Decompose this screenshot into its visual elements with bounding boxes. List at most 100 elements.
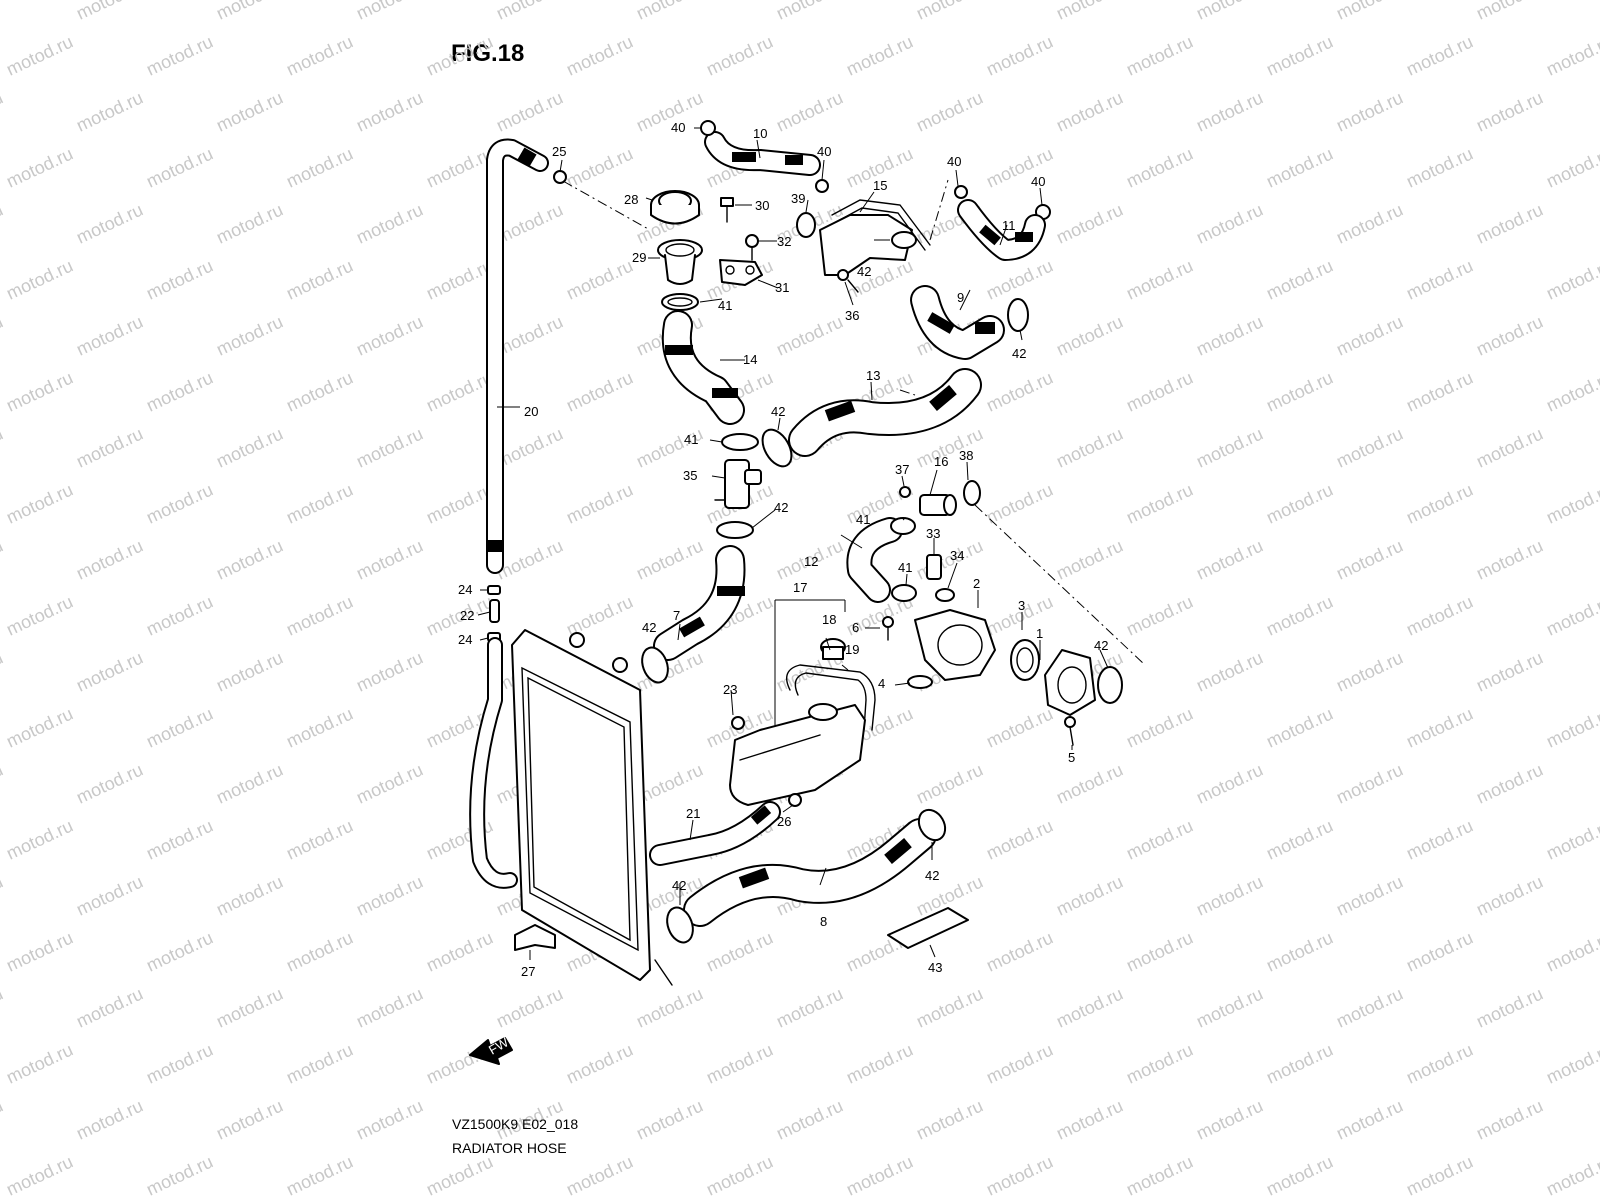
watermark-text: motod.ru (843, 1151, 916, 1199)
watermark-text: motod.ru (1543, 479, 1600, 527)
watermark-text: motod.ru (1403, 143, 1476, 191)
watermark-text: motod.ru (1333, 87, 1406, 135)
leader-lines (477, 127, 1109, 960)
watermark-text: motod.ru (1263, 255, 1336, 303)
watermark-text: motod.ru (1263, 815, 1336, 863)
watermark-text: motod.ru (1473, 1095, 1546, 1143)
watermark-text: motod.ru (143, 255, 216, 303)
watermark-text: motod.ru (1543, 703, 1600, 751)
watermark-text: motod.ru (773, 983, 846, 1031)
watermark-text: motod.ru (1543, 815, 1600, 863)
part-label-26: 26 (777, 814, 791, 829)
part-label-30: 30 (755, 198, 769, 213)
watermark-text: motod.ru (1333, 871, 1406, 919)
watermark-text: motod.ru (703, 1151, 776, 1199)
watermark-text: motod.ru (1193, 535, 1266, 583)
watermark-text: motod.ru (563, 1039, 636, 1087)
watermark-text: motod.ru (1473, 0, 1546, 24)
part-31-bracket (719, 259, 763, 286)
watermark-text: motod.ru (1053, 535, 1126, 583)
watermark-text: motod.ru (563, 591, 636, 639)
watermark-text: motod.ru (1263, 703, 1336, 751)
watermark-text: motod.ru (1193, 759, 1266, 807)
watermark-text: motod.ru (493, 87, 566, 135)
watermark-text: motod.ru (423, 479, 496, 527)
part-label-43: 43 (928, 960, 942, 975)
part-42-clamp-5 (1007, 298, 1029, 332)
part-label-42d: 42 (1012, 346, 1026, 361)
watermark-text: motod.ru (563, 255, 636, 303)
watermark-text: motod.ru (143, 31, 216, 79)
part-42-clamp-6 (1097, 666, 1123, 704)
part-42-clamp-7 (666, 906, 694, 944)
watermark-text: motod.ru (423, 255, 496, 303)
part-label-37: 37 (895, 462, 909, 477)
watermark-text: motod.ru (1193, 983, 1266, 1031)
watermark-text: motod.ru (353, 871, 426, 919)
watermark-text: motod.ru (143, 591, 216, 639)
part-42-clamp-8 (917, 808, 947, 842)
watermark-text: motod.ru (143, 143, 216, 191)
watermark-text: motod.ru (1403, 591, 1476, 639)
watermark-text: motod.ru (213, 647, 286, 695)
part-label-17: 17 (793, 580, 807, 595)
watermark-text: motod.ru (1263, 591, 1336, 639)
part-30-bolt (720, 197, 734, 223)
watermark-text: motod.ru (213, 1095, 286, 1143)
watermark-text: motod.ru (633, 1095, 706, 1143)
part-40-clip-3 (954, 185, 968, 199)
part-label-21: 21 (686, 806, 700, 821)
watermark-text: motod.ru (3, 1151, 76, 1199)
watermark-text: motod.ru (1333, 0, 1406, 24)
watermark-text: motod.ru (283, 927, 356, 975)
watermark-text: motod.ru (1263, 1151, 1336, 1199)
watermark-text: motod.ru (1403, 815, 1476, 863)
watermark-text: motod.ru (703, 31, 776, 79)
part-38-o-ring (963, 480, 981, 506)
part-label-18: 18 (822, 612, 836, 627)
part-radiator-overflow-tube (469, 637, 518, 889)
part-39-o-ring (796, 212, 816, 238)
part-37-bolt (899, 486, 911, 498)
watermark-text: motod.ru (1263, 479, 1336, 527)
watermark-text: motod.ru (213, 0, 286, 24)
watermark-text: motod.ru (1123, 479, 1196, 527)
watermark-text: motod.ru (143, 1151, 216, 1199)
watermark-text: motod.ru (913, 759, 986, 807)
part-label-42c: 42 (774, 500, 788, 515)
part-42-clamp-4 (891, 231, 917, 249)
part-label-42e: 42 (642, 620, 656, 635)
part-41-clamp-3 (890, 517, 916, 535)
watermark-text: motod.ru (1333, 535, 1406, 583)
watermark-text: motod.ru (1543, 31, 1600, 79)
watermark-text: motod.ru (3, 143, 76, 191)
watermark-text: motod.ru (423, 31, 496, 79)
watermark-text: motod.ru (983, 255, 1056, 303)
part-label-41a: 41 (718, 298, 732, 313)
watermark-text: motod.ru (0, 87, 6, 135)
part-24-clip-1 (487, 585, 501, 595)
part-7-hose (653, 545, 746, 661)
watermark-text: motod.ru (1403, 703, 1476, 751)
watermark-text: motod.ru (1263, 1039, 1336, 1087)
part-2-thermostat-case (914, 609, 996, 681)
watermark-text: motod.ru (143, 479, 216, 527)
watermark-text: motod.ru (423, 927, 496, 975)
watermark-text: motod.ru (213, 423, 286, 471)
part-6-bolt (882, 616, 894, 641)
watermark-text: motod.ru (983, 703, 1056, 751)
watermark-text: motod.ru (0, 1095, 6, 1143)
part-label-9: 9 (957, 290, 964, 305)
watermark-text: motod.ru (1263, 927, 1336, 975)
watermark-text: motod.ru (1333, 311, 1406, 359)
part-32-bolt (745, 234, 759, 261)
part-label-40b: 40 (817, 144, 831, 159)
part-41-clamp-4 (891, 584, 917, 602)
watermark-text: motod.ru (1263, 367, 1336, 415)
watermark-text: motod.ru (1263, 31, 1336, 79)
part-20-overflow-hose (486, 138, 549, 574)
watermark-text: motod.ru (1053, 871, 1126, 919)
watermark-text: motod.ru (143, 367, 216, 415)
part-label-3: 3 (1018, 598, 1025, 613)
part-label-31: 31 (775, 280, 789, 295)
